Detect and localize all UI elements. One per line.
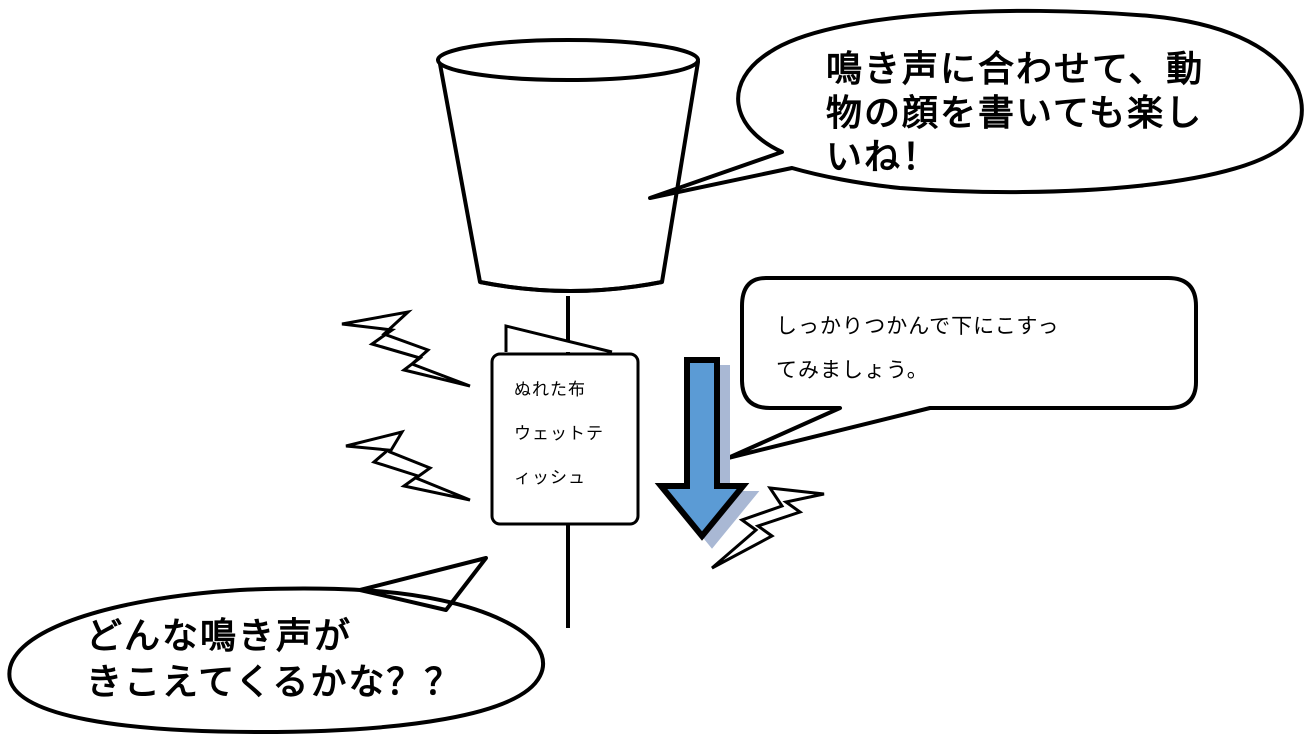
cloth-label-line: ぬれた布 [514, 380, 586, 400]
cloth-label: ぬれた布 ウェットテ ィッシュ [514, 368, 604, 500]
speech-bubble-right [726, 276, 1198, 460]
bubble-top-line: 鳴き声に合わせて、動 [826, 49, 1205, 90]
cup-icon [436, 38, 700, 293]
bubble-top-line: いね！ [826, 137, 941, 178]
bubble-top-text: 鳴き声に合わせて、動 物の顔を書いても楽し いね！ [826, 48, 1204, 180]
bubble-right-line: てみましょう。 [776, 358, 929, 382]
lightning-icon [341, 309, 471, 388]
bubble-right-line: しっかりつかんで下にこすっ [776, 314, 1060, 338]
wet-cloth [490, 352, 640, 526]
arrow-down-icon [654, 357, 750, 541]
lightning-icon [345, 429, 471, 502]
lightning-icon [711, 486, 825, 570]
speech-bubble-top [648, 8, 1304, 200]
bubble-top-line: 物の顔を書いても楽し [826, 93, 1204, 134]
cloth-flap [504, 324, 613, 354]
speech-bubble-bottom [7, 556, 545, 734]
bubble-bottom-line: きこえてくるかな？？ [86, 662, 463, 703]
bubble-bottom-line: どんな鳴き声が [86, 616, 353, 657]
bubble-right-text: しっかりつかんで下にこすっ てみましょう。 [776, 304, 1059, 392]
bubble-bottom-text: どんな鳴き声が きこえてくるかな？？ [86, 614, 462, 706]
cloth-label-line: ィッシュ [514, 468, 586, 488]
cloth-label-line: ウェットテ [514, 424, 604, 444]
